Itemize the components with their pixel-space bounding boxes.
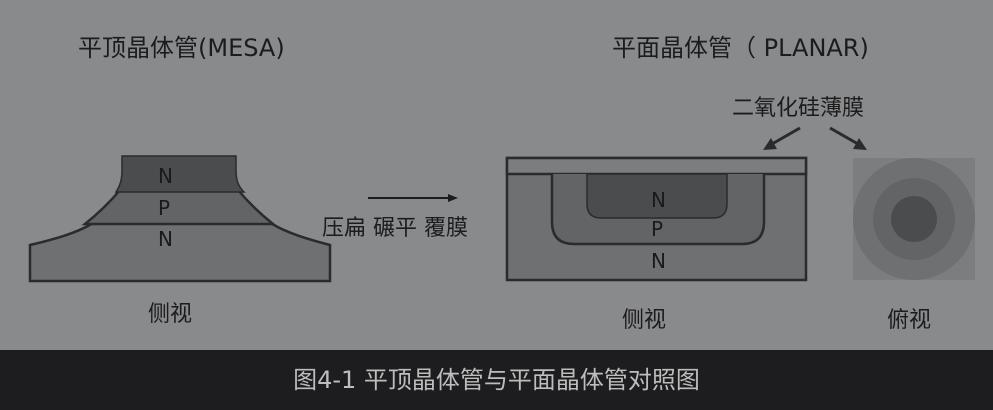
oxide-film-layer: [505, 156, 808, 176]
caption-bar: 图4-1 平顶晶体管与平面晶体管对照图: [0, 350, 993, 410]
planar-top-view-label: 俯视: [887, 308, 932, 333]
mesa-view-label: 侧视: [148, 302, 193, 327]
figure-caption: 图4-1 平顶晶体管与平面晶体管对照图: [293, 366, 700, 394]
mesa-layer-n-bottom: N: [158, 227, 173, 251]
oxide-film-label: 二氧化硅薄膜: [732, 96, 865, 121]
planar-title: 平面晶体管（ PLANAR): [612, 34, 869, 62]
diagram-figure: 平顶晶体管(MESA) N P N 侧视 压扁 碾平 覆膜 平面晶体管（ PLA…: [28, 34, 975, 333]
film-pointer-arrows: [763, 126, 867, 150]
mesa-layer-n-top: N: [158, 164, 173, 188]
mesa-n-top-layer: [114, 155, 246, 193]
process-arrow: [368, 194, 458, 202]
planar-layer-p: P: [651, 217, 664, 241]
process-label: 压扁 碾平 覆膜: [322, 216, 468, 241]
diagram-svg: [28, 126, 975, 283]
mesa-transistor: [28, 155, 332, 283]
mesa-layer-p: P: [158, 196, 171, 220]
planar-top-view: [853, 158, 975, 280]
planar-transistor: [505, 156, 808, 282]
planar-layer-n-top: N: [651, 188, 666, 212]
planar-side-view-label: 侧视: [622, 308, 667, 333]
planar-layer-n-bottom: N: [651, 249, 666, 273]
mesa-title: 平顶晶体管(MESA): [78, 34, 285, 62]
planar-n-region: [586, 173, 728, 219]
mesa-p-layer: [81, 188, 277, 226]
top-view-core: [891, 196, 937, 242]
